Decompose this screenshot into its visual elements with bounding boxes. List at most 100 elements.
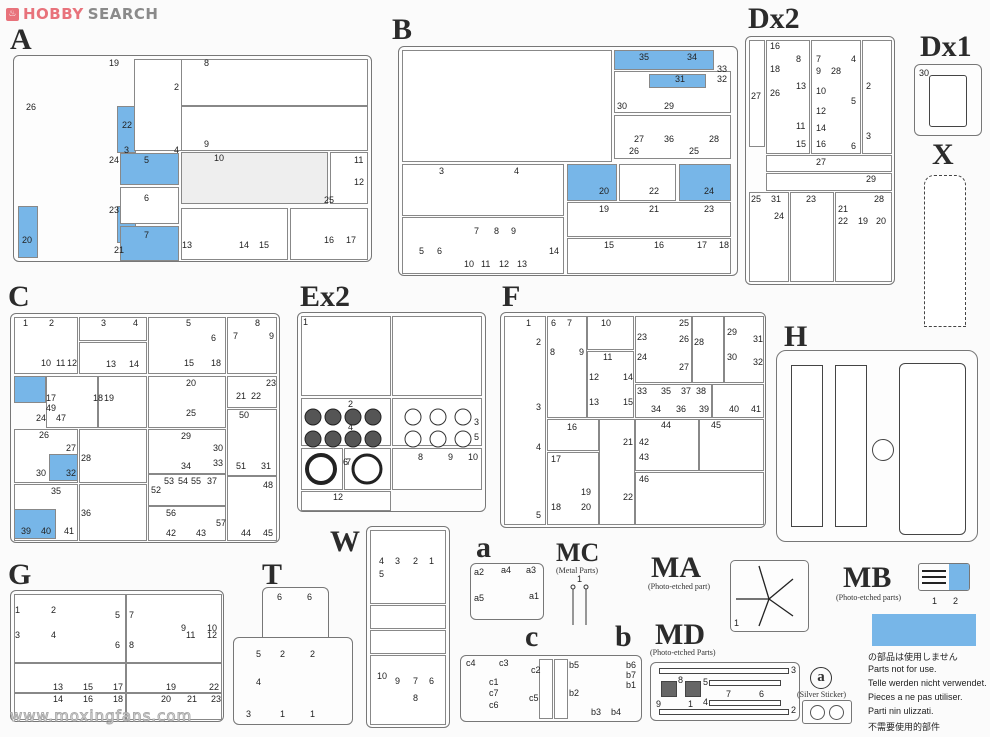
part-number: 1: [310, 709, 316, 719]
part-c40-41: [14, 509, 56, 539]
sprue-label-w: W: [330, 525, 360, 558]
sprue-t-top: 6 6: [262, 587, 329, 638]
part-number: 29: [664, 101, 675, 111]
part-number: 17: [46, 393, 57, 403]
part-number: 28: [694, 337, 705, 347]
part-number: 8: [678, 675, 684, 685]
sprue-label-mb: MB: [843, 561, 892, 594]
part-number: 32: [717, 74, 728, 84]
sprue-a: 19 26 20 21 22 23 24 5 6 7 2 3 4 8 9 10 …: [13, 55, 372, 262]
part-number: 6: [759, 689, 765, 699]
part-number: 25: [751, 194, 762, 204]
part-number: 56: [166, 508, 177, 518]
part-number: 23: [109, 205, 120, 215]
part-number: 43: [639, 452, 650, 462]
part-number: 1: [429, 556, 435, 566]
part-number: 26: [679, 334, 690, 344]
part-a10: [181, 152, 328, 204]
part-number: 25: [186, 408, 197, 418]
part-c17: [14, 376, 46, 403]
part-number: 52: [151, 485, 162, 495]
part-f9-10: [587, 316, 634, 350]
part-number: 39: [699, 404, 710, 414]
part-c3-4: [79, 317, 147, 341]
part-number: 34: [181, 461, 192, 471]
part-number: 14: [53, 694, 64, 704]
part-number: 1: [932, 596, 938, 606]
part-number: 16: [324, 235, 335, 245]
part-number: 10: [468, 452, 479, 462]
sprue-label-ex2: Ex2: [300, 280, 351, 313]
part-number: 21: [838, 204, 849, 214]
part-number: 2: [536, 337, 542, 347]
part-number: 4: [379, 556, 385, 566]
part-number: 35: [51, 486, 62, 496]
part-number: 5: [379, 569, 385, 579]
part-number: 13: [796, 81, 807, 91]
part-number: 6: [343, 457, 349, 467]
part-number: 10: [377, 671, 388, 681]
part-b31: [649, 74, 706, 88]
part-number: c4: [466, 658, 476, 668]
part-c18: [46, 376, 98, 428]
part-h-ring: [872, 439, 894, 461]
part-number: 31: [771, 194, 782, 204]
sprue-label-dx1: Dx1: [920, 30, 972, 63]
sprue-a-small: a2 a4 a3 a5 a1: [470, 563, 544, 620]
part-number: 28: [709, 134, 720, 144]
part-f28: [692, 316, 724, 383]
sticker-dot-right: [829, 705, 844, 720]
part-number: 37: [681, 386, 692, 396]
part-number: 42: [166, 528, 177, 538]
mb-part-1-line: [922, 582, 946, 584]
sprue-label-x: X: [932, 138, 954, 171]
ma-antenna-star: [736, 565, 794, 627]
part-dx2-24: [749, 192, 789, 282]
flame-logo-icon: ♨: [6, 7, 19, 21]
part-number: 16: [770, 41, 781, 51]
part-number: 15: [604, 240, 615, 250]
part-c52-55: [148, 474, 226, 506]
part-number: 36: [664, 134, 675, 144]
part-number: 30: [919, 68, 930, 78]
site-logo[interactable]: ♨ HOBBY SEARCH: [6, 5, 159, 23]
part-number: 2: [174, 82, 180, 92]
part-number: 31: [261, 461, 272, 471]
part-number: 6: [429, 676, 435, 686]
part-number: 26: [629, 146, 640, 156]
part-number: 3: [474, 417, 480, 427]
part-number: 7: [413, 676, 419, 686]
part-number: 16: [83, 694, 94, 704]
sprue-h: [776, 350, 978, 542]
part-number: 22: [122, 120, 133, 130]
part-number: 12: [67, 358, 78, 368]
part-number: 53: [164, 476, 175, 486]
part-number: 19: [104, 393, 115, 403]
part-md-grille-right: [685, 681, 701, 697]
legend-line-de: Telle werden nicht verwendet.: [868, 678, 987, 688]
part-f33-39: [635, 384, 712, 418]
sprue-c-b-divider-left: [539, 659, 553, 719]
part-dx2-31: [766, 173, 892, 191]
part-f1-5: [504, 316, 546, 525]
part-number: 37: [207, 476, 218, 486]
brand-search: SEARCH: [87, 5, 159, 23]
part-number: 5: [703, 677, 709, 687]
part-w-blank-2: [370, 630, 446, 654]
part-number: 15: [796, 139, 807, 149]
part-c1-12: [14, 317, 78, 374]
part-number: 3: [15, 630, 21, 640]
part-f45: [699, 419, 764, 471]
part-number: 25: [679, 318, 690, 328]
sprue-label-c-small: c: [525, 620, 539, 653]
part-number: 21: [236, 391, 247, 401]
part-number: 20: [876, 216, 887, 226]
sprue-label-a-small: a: [476, 531, 491, 564]
part-c31-49: [227, 409, 277, 476]
part-number: 22: [838, 216, 849, 226]
sprue-t: 5 4 3 2 2 1 1: [233, 637, 353, 725]
legend-line-ja: の部品は使用しません: [868, 652, 958, 662]
part-number: 19: [858, 216, 869, 226]
sprue-label-md: MD: [655, 618, 705, 651]
part-w1-5: [370, 530, 446, 604]
